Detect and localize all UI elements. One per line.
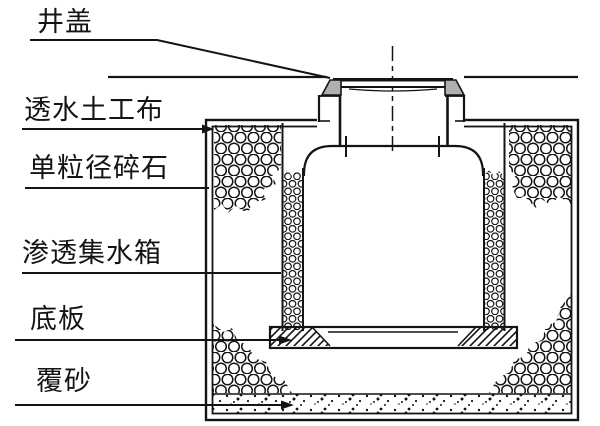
gravel-area-bottom-left [213,324,292,393]
base-plate [268,325,519,350]
leader-base-plate-arrow [279,335,292,345]
label-gravel: 单粒径碎石 [29,153,169,184]
label-geotextile: 透水土工布 [24,95,164,126]
label-sand-cover: 覆砂 [36,366,92,397]
leader-manhole-cover [30,39,331,79]
label-infiltration-tank: 渗透集水箱 [22,238,162,269]
cover-frame-left [320,79,342,96]
gravel-fill [213,125,571,393]
gravel-area-top-left [214,125,281,214]
label-base-plate: 底板 [30,304,86,335]
tank-dome [302,144,485,176]
infiltration-tank [281,46,506,331]
leader-sand-arrow [281,400,294,410]
tank-wall-left-fill [283,170,302,330]
base-plate-seat-right [458,328,516,346]
manhole-cover-assembly [108,75,578,122]
pit-top-opening [317,114,464,131]
label-leaders [15,39,331,410]
gravel-area-bottom-right [489,294,571,393]
leader-geotextile-arrow [202,124,214,134]
sand-layer [213,393,571,413]
label-manhole-cover: 井盖 [37,7,93,38]
gravel-area-top-right [509,125,571,208]
cover-slab-seat-line [348,88,438,92]
tank-wall-right-fill [484,170,504,330]
cover-frame-right [444,79,466,96]
